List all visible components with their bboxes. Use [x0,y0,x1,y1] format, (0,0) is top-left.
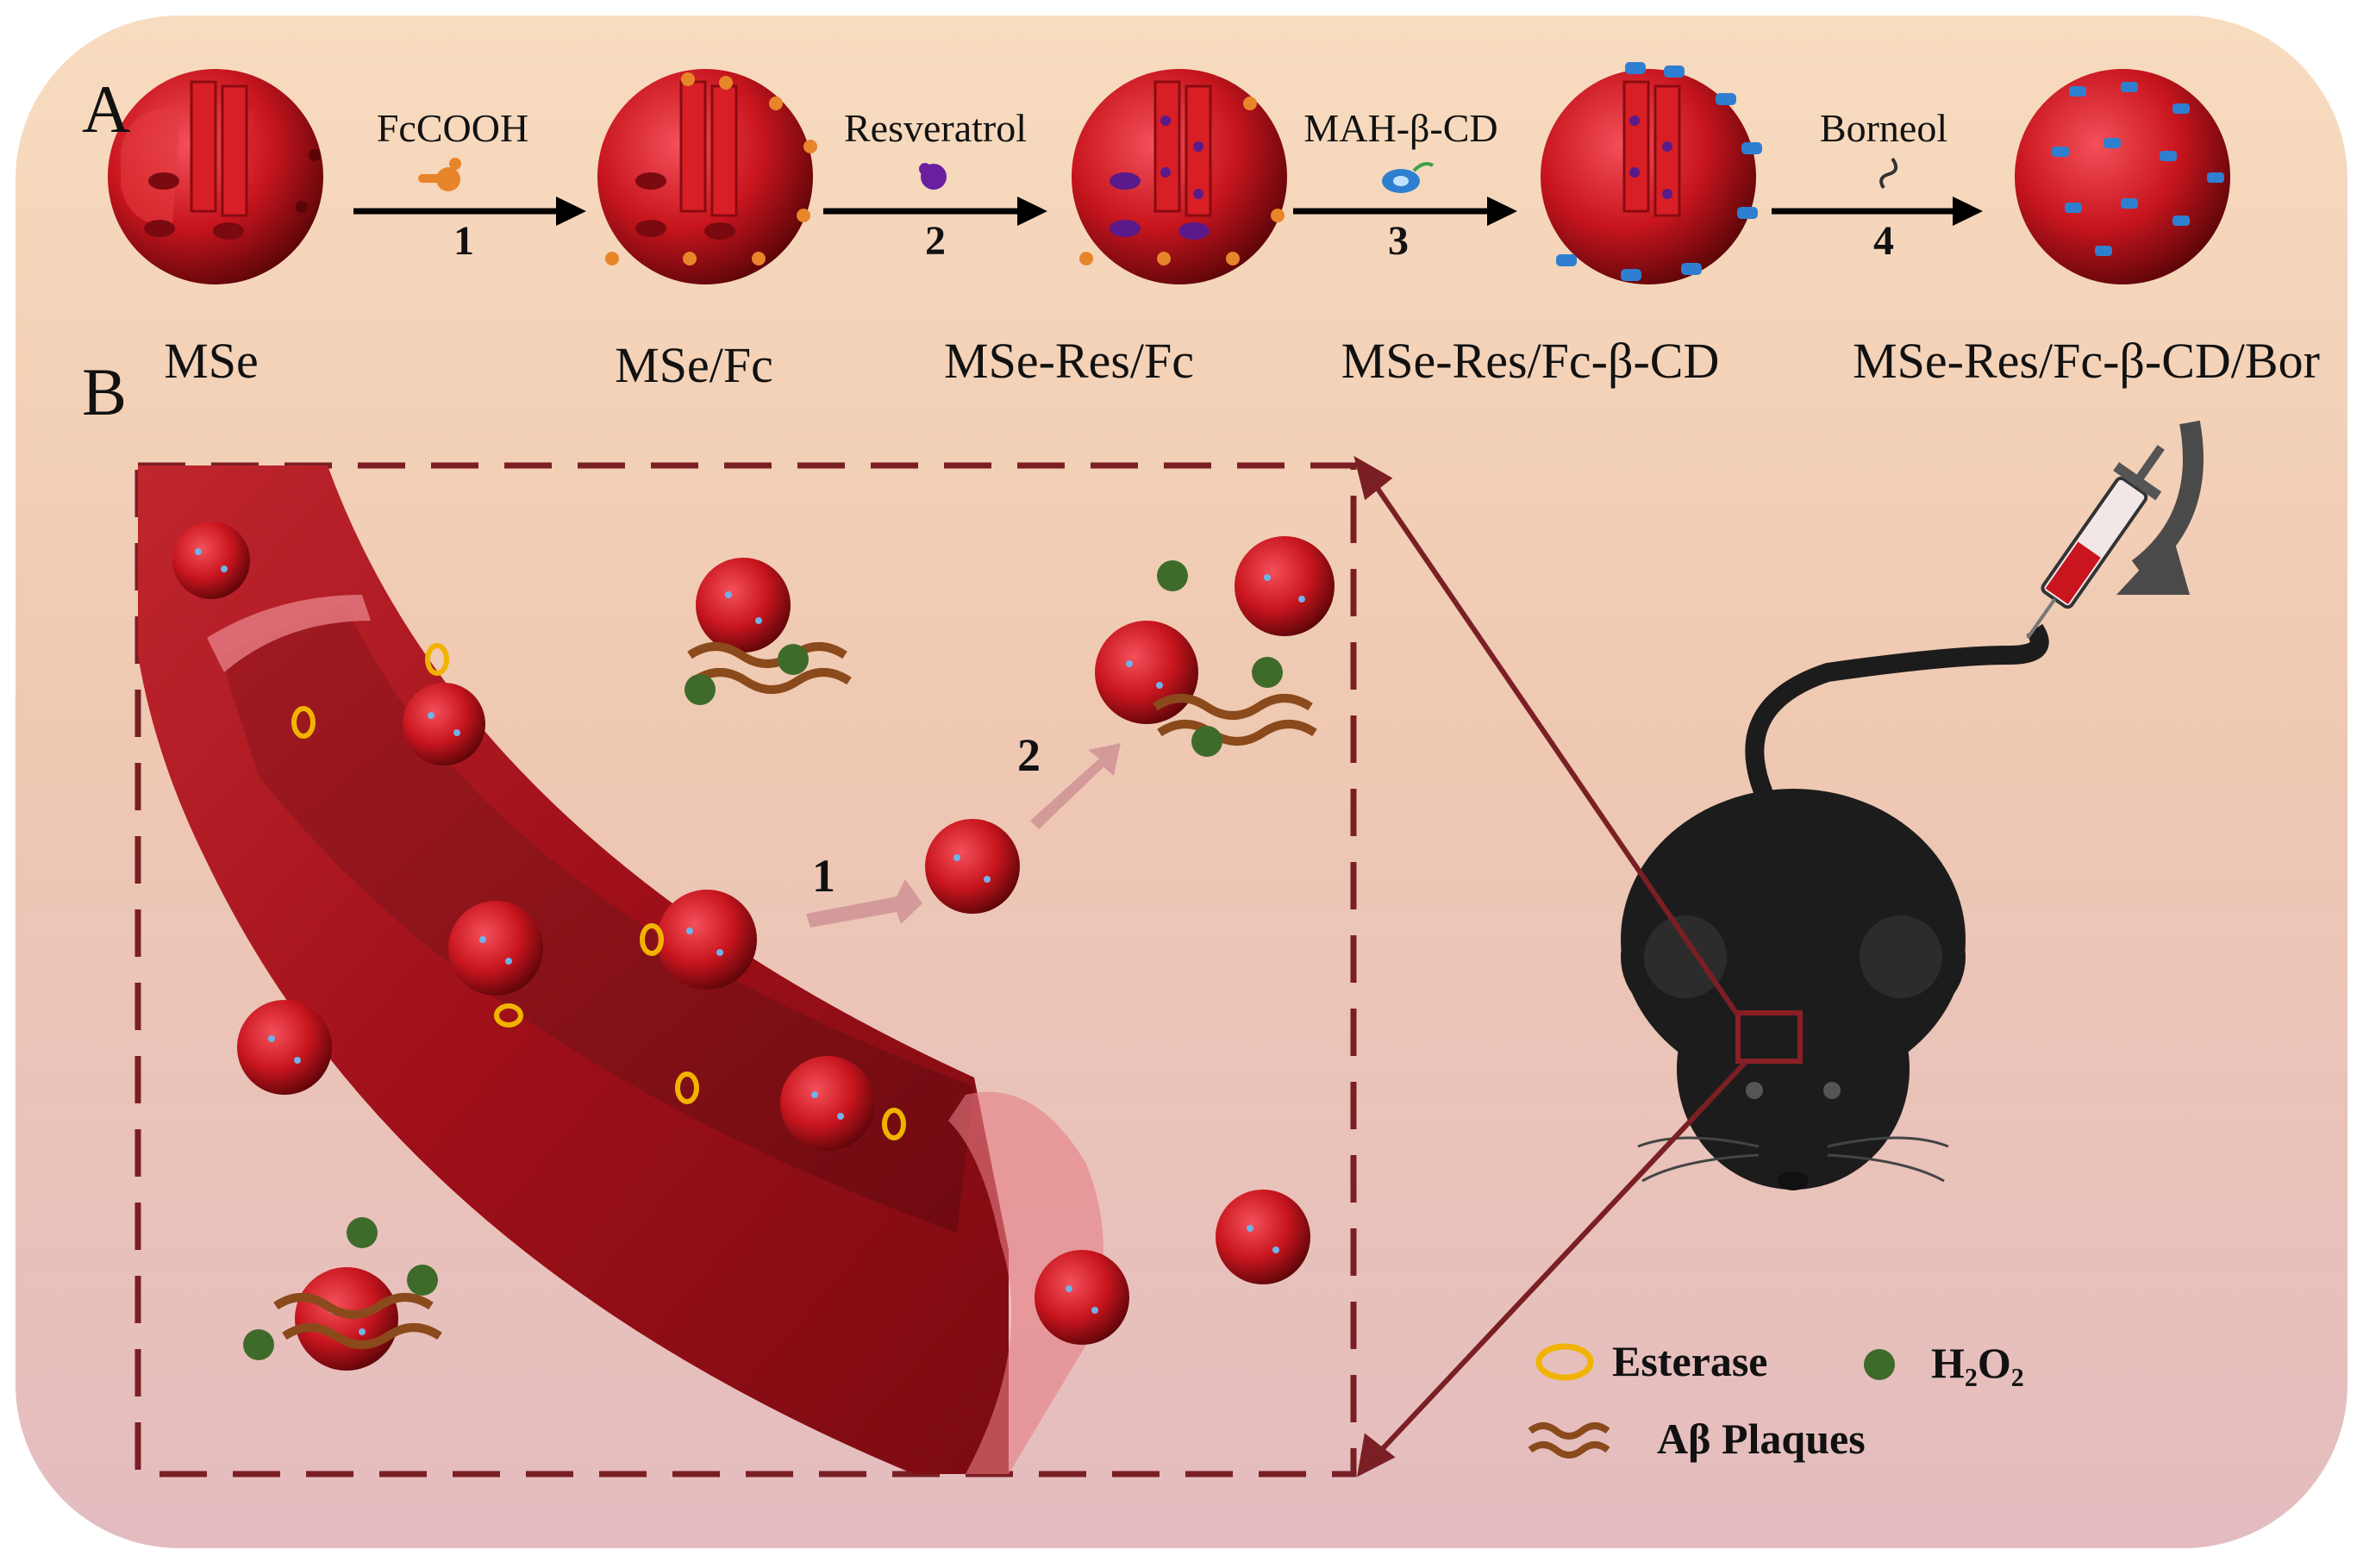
step-number-1: 1 [453,218,474,264]
reagent-label-fccooh: FcCOOH [376,106,529,150]
step-number-2: 2 [925,218,946,264]
legend-label-esterase: Esterase [1612,1337,1768,1385]
legend-label-plaques: Aβ Plaques [1657,1415,1866,1463]
route-label-1: 1 [812,850,835,902]
route-arrows [806,743,1121,928]
particle-mse-fc [597,69,817,284]
borneol-icon [1879,157,1898,190]
stage-label-final: MSe-Res/Fc-β-CD/Bor [1853,333,2320,389]
h2o2-markers [243,560,1283,1360]
zoom-lines [1353,455,1748,1477]
route-label-2: 2 [1017,729,1041,781]
fccooh-icon [418,158,461,191]
esterase-markers [291,643,906,1140]
reagent-label-cyclodextrin: MAH-β-CD [1303,106,1498,150]
legend-esterase-icon [1535,1343,1594,1381]
reagent-icons [418,157,1898,193]
brain-region-box [1735,1010,1803,1064]
stage-label-mse-res-fc: MSe-Res/Fc [944,333,1194,389]
step-number-4: 4 [1873,218,1894,264]
synthesis-particles [108,62,2230,284]
plaque-clusters [273,642,1317,1349]
particle-mse-res-fc-cd [1541,62,1762,284]
blood-vessel [138,465,1103,1474]
particle-mse-res-fc [1072,69,1287,284]
particle-final [2015,69,2230,284]
synthesis-arrows [353,197,1983,226]
legend-plaque-icon [1528,1422,1610,1459]
stage-label-mse-fc: MSe/Fc [615,337,773,393]
legend-h2o2-icon [1864,1349,1895,1380]
reagent-label-borneol: Borneol [1819,106,1948,150]
stage-label-mse: MSe [164,333,259,389]
stage-label-mse-res-fc-cd: MSe-Res/Fc-β-CD [1341,333,1720,389]
particle-mse [108,69,323,284]
cyclodextrin-icon [1382,162,1435,193]
panel-label-b: B [82,354,128,429]
syringe-icon [2026,445,2165,640]
zoom-frame [134,462,1357,1477]
reagent-label-resveratrol: Resveratrol [843,106,1028,150]
resveratrol-icon [919,163,947,190]
step-number-3: 3 [1388,218,1409,264]
panel-b-nanoparticles [172,522,1335,1371]
legend-label-h2o2: H₂O₂ [1931,1339,2024,1387]
legend-icons [1528,1343,1895,1459]
injection-arrowhead [2116,534,2190,595]
panel-label-a: A [82,72,131,147]
